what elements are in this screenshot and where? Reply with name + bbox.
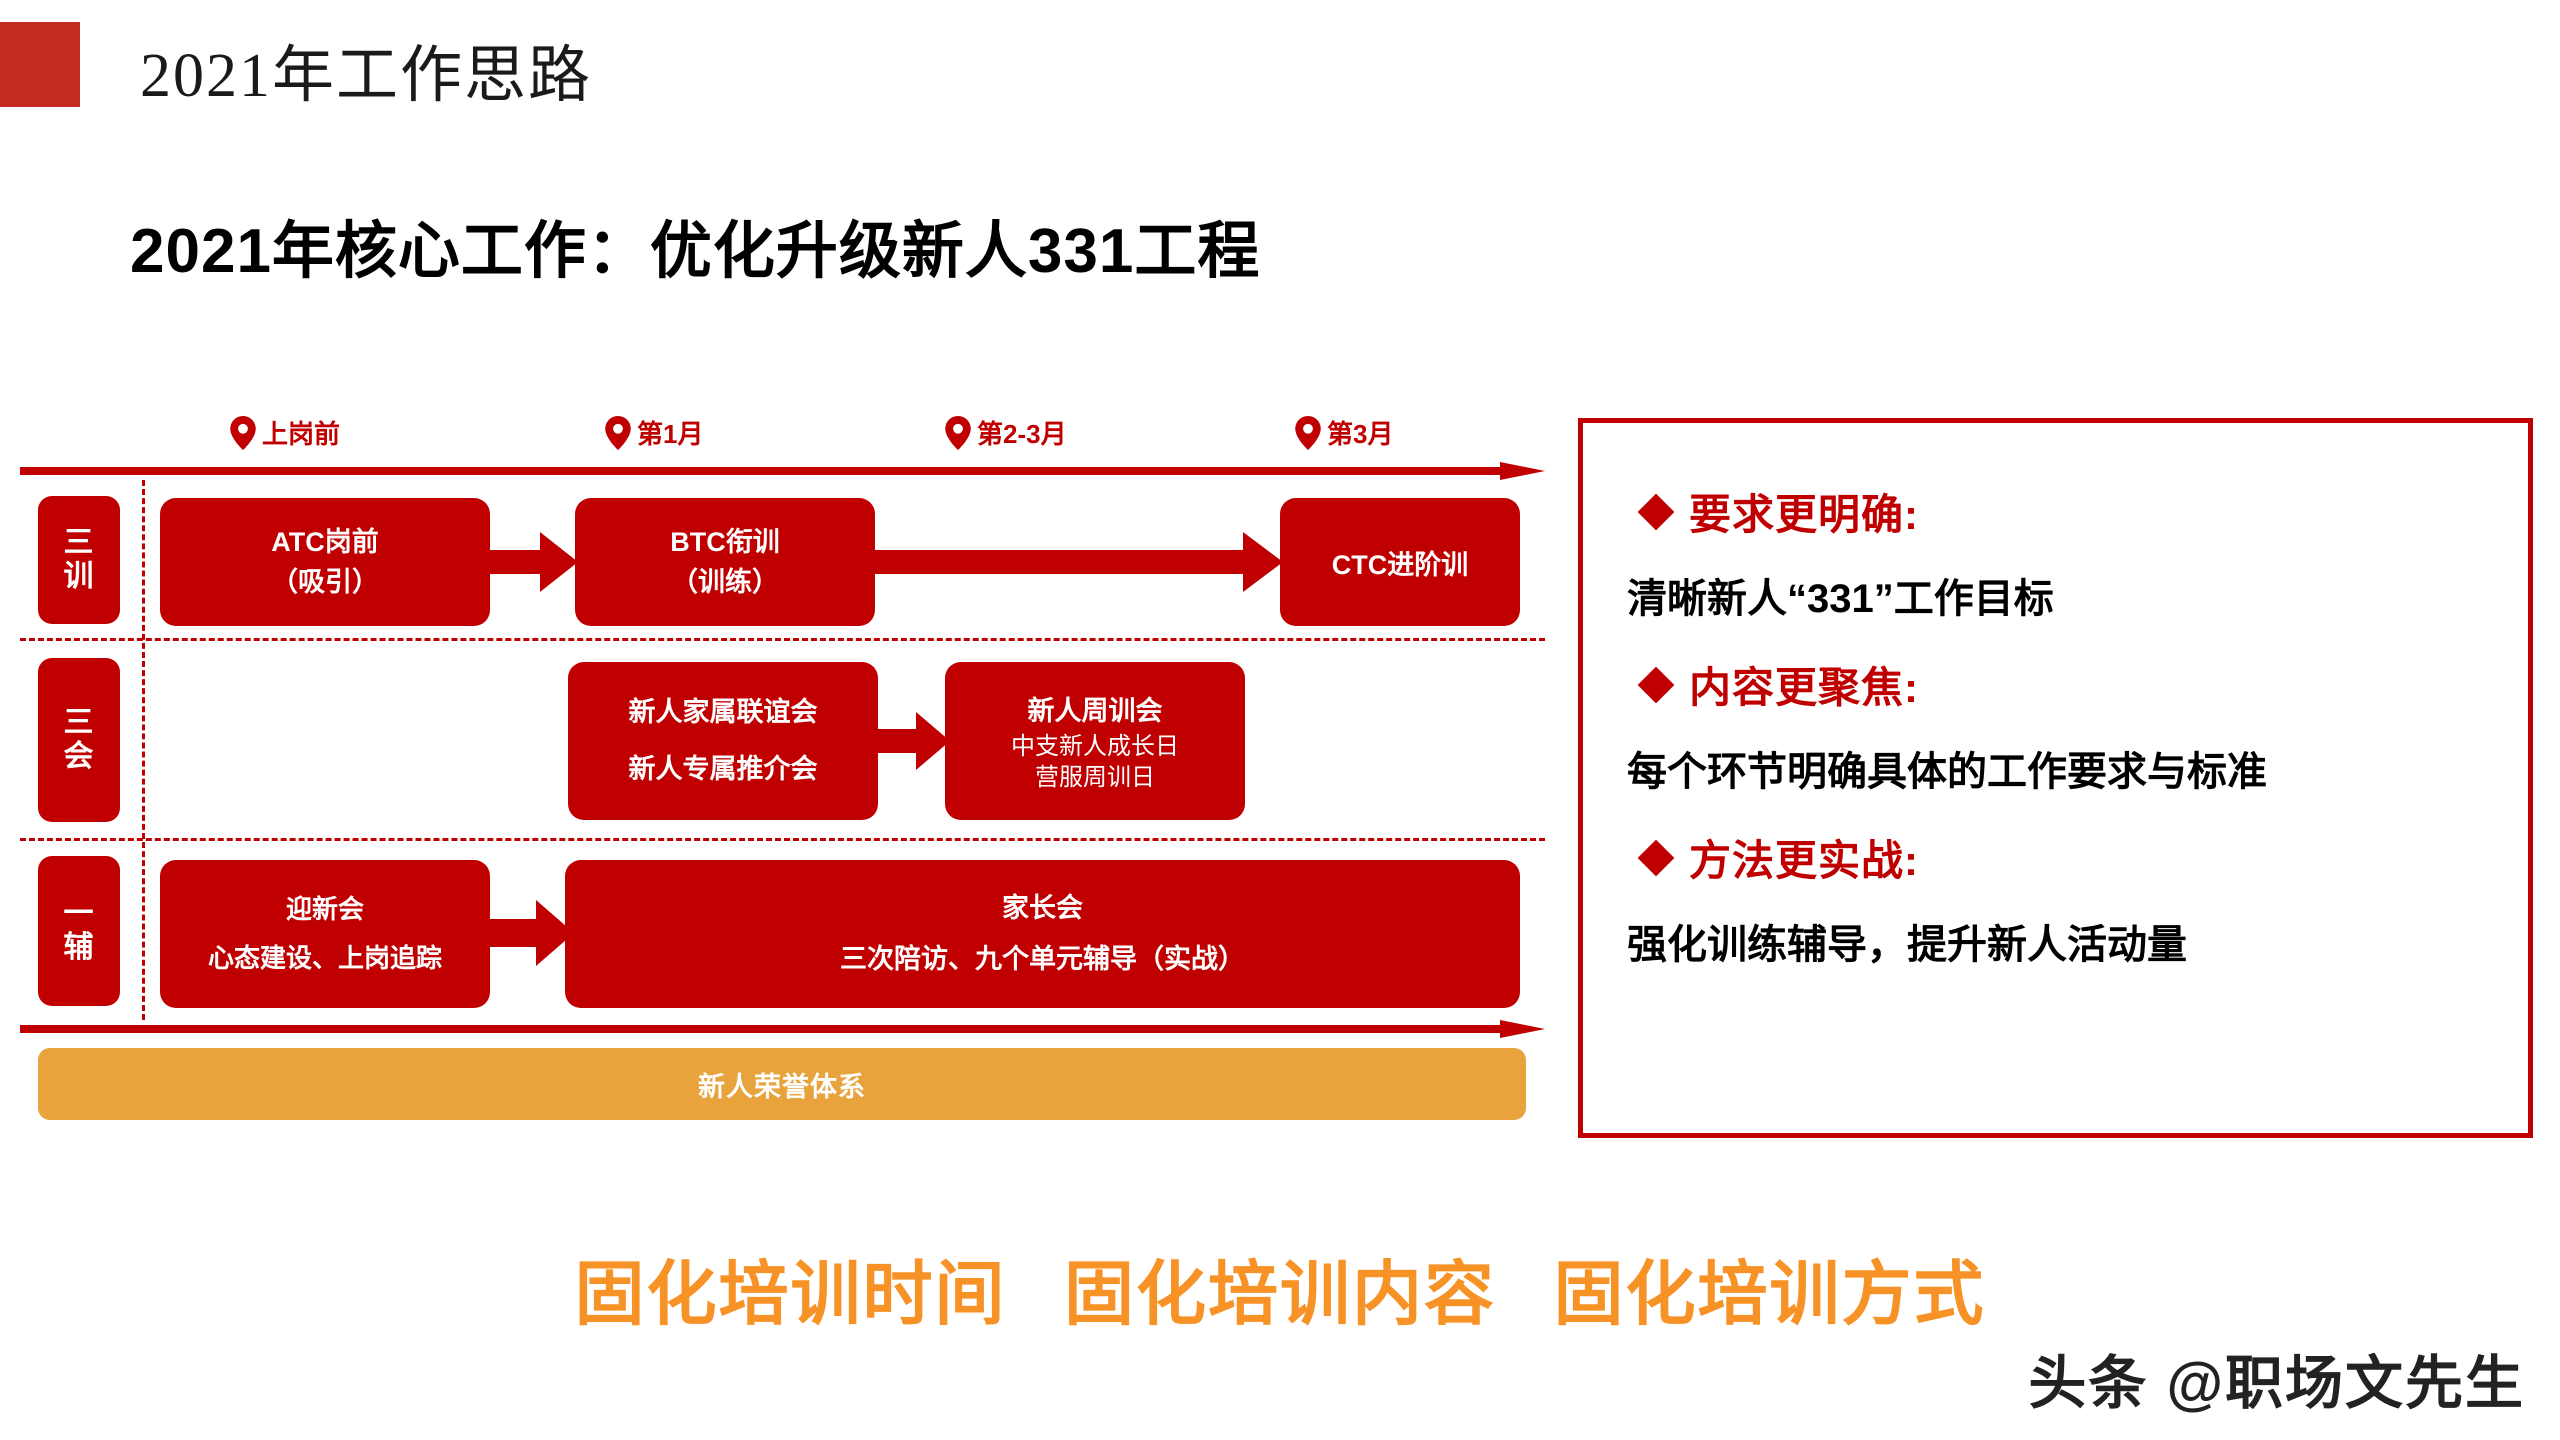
diamond-bullet-icon xyxy=(1637,666,1675,703)
node-welcome-meeting[interactable]: 迎新会 心态建设、上岗追踪 xyxy=(160,860,490,1008)
node-weekly-training-meeting[interactable]: 新人周训会 中支新人成长日 营服周训日 xyxy=(945,662,1245,820)
timeline-marker-2: 第2-3月 xyxy=(945,414,1067,451)
node-parent-meeting[interactable]: 家长会 三次陪访、九个单元辅导（实战） xyxy=(565,860,1520,1008)
band-divider-2 xyxy=(20,838,1545,841)
arrow-welcome-to-parent-icon xyxy=(488,900,574,966)
node-line: CTC进阶训 xyxy=(1331,549,1469,580)
band-divider-1 xyxy=(20,638,1545,641)
map-pin-icon xyxy=(1295,415,1321,450)
watermark: 头条 @职场文先生 xyxy=(2028,1351,2525,1416)
training-roadmap-diagram: 上岗前 第1月 第2-3月 第3月 xyxy=(20,410,1545,1140)
arrow-family-to-weekly-icon xyxy=(878,712,950,770)
bottom-headline-part: 固化培训时间 xyxy=(574,1255,1007,1333)
bullet-group-0: 要求更明确: 清晰新人“331”工作目标 xyxy=(1617,481,2494,624)
bullet-title: 要求更明确: xyxy=(1689,491,1919,538)
row-label-char: 三 xyxy=(63,706,95,740)
bullet-head: 方法更实战: xyxy=(1617,827,2494,888)
arrow-atc-to-btc-icon xyxy=(490,532,578,592)
timeline-marker-label: 上岗前 xyxy=(262,419,341,449)
node-line: 三次陪访、九个单元辅导（实战） xyxy=(840,944,1245,974)
node-btc-linkup-training[interactable]: BTC衔训 （训练） xyxy=(575,498,875,626)
arrow-btc-to-ctc-icon xyxy=(875,532,1283,592)
header-accent-block xyxy=(0,22,80,107)
map-pin-icon xyxy=(605,415,631,450)
bullet-title: 内容更聚焦: xyxy=(1689,664,1919,711)
node-line: 新人周训会 xyxy=(1027,695,1163,726)
node-line: 心态建设、上岗追踪 xyxy=(207,943,442,973)
node-family-meeting[interactable]: 新人家属联谊会 新人专属推介会 xyxy=(568,662,878,820)
row-label-yifu: 一 辅 xyxy=(38,856,120,1006)
map-pin-icon xyxy=(945,415,971,450)
bottom-headline-part: 固化培训方式 xyxy=(1553,1255,1986,1333)
timeline-marker-3: 第3月 xyxy=(1295,414,1393,451)
node-line: 新人专属推介会 xyxy=(628,754,818,784)
diamond-bullet-icon xyxy=(1637,839,1675,876)
timeline-marker-label: 第1月 xyxy=(637,419,704,449)
node-line: 中支新人成长日 xyxy=(1011,732,1179,760)
bottom-headline-part: 固化培训内容 xyxy=(1064,1255,1496,1333)
bullet-head: 内容更聚焦: xyxy=(1617,654,2494,715)
bullet-body: 每个环节明确具体的工作要求与标准 xyxy=(1627,750,2267,794)
key-points-panel: 要求更明确: 清晰新人“331”工作目标 内容更聚焦: 每个环节明确具体的工作要… xyxy=(1578,418,2533,1138)
timeline-markers: 上岗前 第1月 第2-3月 第3月 xyxy=(20,410,1545,462)
bullet-title: 方法更实战: xyxy=(1689,837,1919,884)
node-line: ATC岗前 xyxy=(271,526,379,557)
row-label-santrain: 三 训 xyxy=(38,496,120,624)
row-label-char: 一 xyxy=(63,897,95,931)
honor-system-bar: 新人荣誉体系 xyxy=(38,1048,1526,1120)
main-heading: 2021年核心工作：优化升级新人331工程 xyxy=(130,217,1261,286)
node-ctc-advanced-training[interactable]: CTC进阶训 xyxy=(1280,498,1520,626)
timeline-marker-label: 第3月 xyxy=(1327,419,1394,449)
map-pin-icon xyxy=(230,415,256,450)
bullet-body: 强化训练辅导，提升新人活动量 xyxy=(1627,923,2187,967)
node-line: 迎新会 xyxy=(285,893,364,924)
node-line: 家长会 xyxy=(1002,892,1083,923)
node-line: 新人家属联谊会 xyxy=(628,697,818,728)
bullet-group-1: 内容更聚焦: 每个环节明确具体的工作要求与标准 xyxy=(1617,654,2494,797)
timeline-axis-bottom xyxy=(20,1020,1545,1038)
bottom-headline: 固化培训时间 固化培训内容 固化培训方式 xyxy=(0,1238,2560,1339)
timeline-marker-1: 第1月 xyxy=(605,414,703,451)
node-line: 营服周训日 xyxy=(1035,763,1155,791)
timeline-marker-0: 上岗前 xyxy=(230,414,340,451)
vertical-dashed-guide xyxy=(142,480,145,1020)
row-label-char: 会 xyxy=(63,740,95,773)
row-label-char: 训 xyxy=(63,560,95,593)
node-line: BTC衔训 xyxy=(670,526,780,557)
timeline-axis-top xyxy=(20,462,1545,480)
diamond-bullet-icon xyxy=(1637,493,1675,530)
row-label-char: 三 xyxy=(63,526,95,560)
bullet-head: 要求更明确: xyxy=(1617,481,2494,542)
page-title: 2021年工作思路 xyxy=(140,42,593,110)
node-line: （吸引） xyxy=(271,567,379,597)
bullet-group-2: 方法更实战: 强化训练辅导，提升新人活动量 xyxy=(1617,827,2494,970)
row-label-char: 辅 xyxy=(63,931,95,964)
timeline-marker-label: 第2-3月 xyxy=(977,419,1067,449)
bullet-body: 清晰新人“331”工作目标 xyxy=(1627,577,2054,621)
row-label-sanmeeting: 三 会 xyxy=(38,658,120,822)
node-line: （训练） xyxy=(671,567,779,597)
node-atc-pre-job[interactable]: ATC岗前 （吸引） xyxy=(160,498,490,626)
